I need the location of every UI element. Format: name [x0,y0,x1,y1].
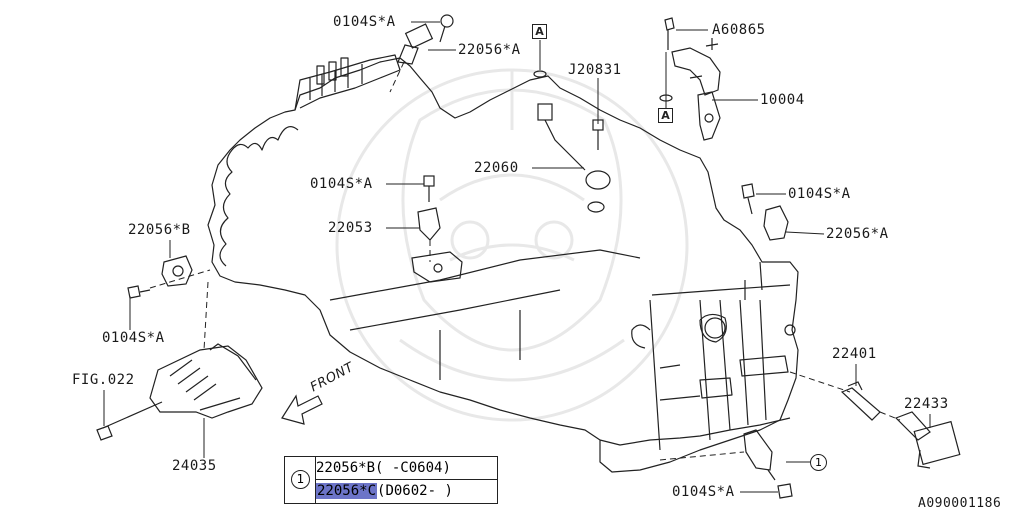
ignition-coil-22433 [894,411,961,469]
cam-sensor-left-22056b [127,255,193,299]
label-24035: 24035 [172,458,217,474]
ref-box-a-top: A [532,24,547,39]
label-fig022: FIG.022 [72,372,135,388]
legend-row1-range: ( -C0604) [375,460,451,476]
cam-sensor-bottom [743,429,793,499]
intake-pipe-3 [340,57,349,77]
legend-number: 1 [291,470,310,489]
bolt-fig022 [96,401,163,441]
watermark-emblem [335,68,689,422]
front-arrow-icon [281,394,323,425]
washer-top [533,70,547,78]
leader-22056a-right [785,231,825,235]
label-22053: 22053 [328,220,373,236]
cover-24035 [149,343,263,419]
label-22401: 22401 [832,346,877,362]
dash-top-sensor [389,61,405,93]
sensor-bracket-10004 [664,17,721,141]
label-0104s-a-top: 0104S*A [333,14,396,30]
cam-sensor-top [397,14,454,65]
label-a60865: A60865 [712,22,766,38]
engine-left-ridge [219,126,299,267]
label-0104s-a-bottom: 0104S*A [672,484,735,500]
label-22056-a-top: 22056*A [458,42,521,58]
intake-pipe-1 [316,65,325,85]
timing-cover-plate [329,249,641,380]
label-0104s-a-mid: 0104S*A [310,176,373,192]
label-j20831: J20831 [568,62,622,78]
label-0104s-a-right: 0104S*A [788,186,851,202]
legend-row2-range: (D0602- ) [377,483,453,499]
dash-plug [789,371,851,393]
label-22056-a-right: 22056*A [826,226,889,242]
ref-circle-1: 1 [810,454,827,471]
engine-front-face [649,284,791,451]
legend-table: 1 22056*B( -C0604) 22056*C(D0602- ) [284,456,498,504]
legend-number-cell: 1 [285,457,316,503]
engine-front-details [631,261,789,401]
crank-sensor-22053 [411,175,463,283]
legend-row-1: 22056*B( -C0604) [316,457,497,480]
label-0104s-a-left: 0104S*A [102,330,165,346]
dash-cover [203,281,209,351]
ref-box-a-right: A [658,108,673,123]
intake-pipe-2 [328,61,337,81]
engine-block-outline [207,57,799,473]
front-bolt-hole-1 [704,317,726,339]
label-22433: 22433 [904,396,949,412]
dash-bottom-sensor [659,451,745,461]
legend-row2-part[interactable]: 22056*C [316,483,378,499]
legend-row1-part: 22056*B [316,460,376,476]
cam-sensor-right [741,183,789,241]
legend-row-2: 22056*C(D0602- ) [316,480,497,502]
washer-bracket [659,94,673,102]
dash-coil [879,411,901,421]
label-10004: 10004 [760,92,805,108]
document-id: A090001186 [918,496,1002,511]
front-bolt-hole-2 [784,324,796,336]
knock-sensor-22060 [537,103,611,213]
spark-plug-22401 [840,381,881,421]
oil-pan-edge [599,417,791,446]
dash-left-sensor [149,269,211,289]
label-22056-b: 22056*B [128,222,191,238]
label-22060: 22060 [474,160,519,176]
